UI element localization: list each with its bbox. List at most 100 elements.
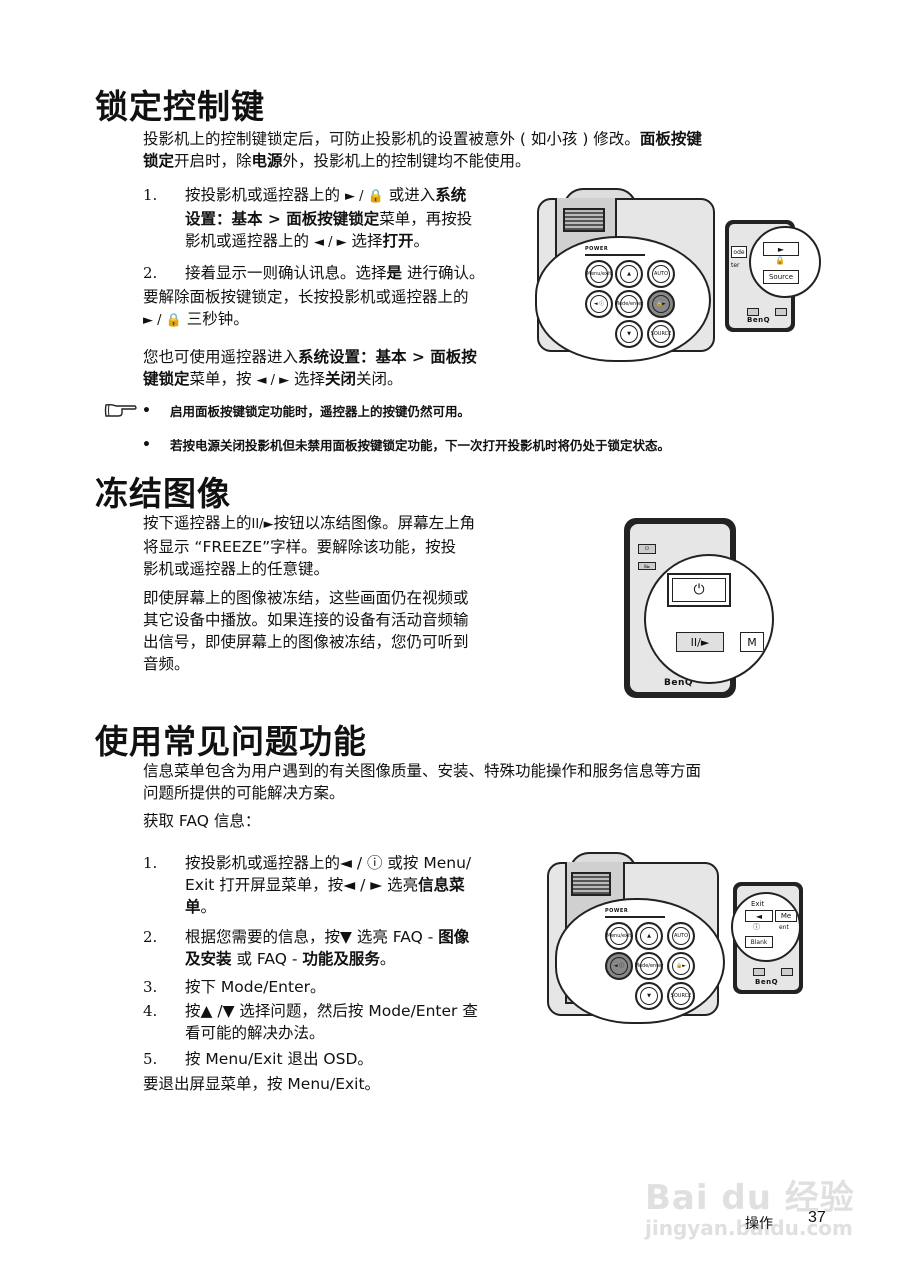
- step-text: 菜单，再按投: [379, 210, 473, 228]
- up-button-icon: ▲: [615, 260, 643, 288]
- play-lock-icon: ► / 🔒: [344, 189, 384, 204]
- btn-label: 🔒►: [655, 301, 667, 307]
- remote-menu-key: Me: [775, 910, 797, 922]
- freeze-text: 出信号，即使屏幕上的图像被冻结，您仍可听到: [143, 633, 469, 651]
- step-text: 。: [200, 898, 217, 916]
- btn-label: ▲: [647, 933, 651, 939]
- step-bold-features-service: 功能及服务: [302, 950, 380, 968]
- btn-label: SOURCE: [650, 331, 672, 337]
- remote-text: 您也可使用遥控器进入: [143, 348, 299, 366]
- page-number: 37: [808, 1209, 826, 1226]
- lock-intro-paragraph: 投影机上的控制键锁定后，可防止投影机的设置被意外 ( 如小孩 ) 修改。面板按键…: [143, 128, 808, 172]
- info-icon: ⓘ: [753, 923, 760, 931]
- freeze-text: 音频。: [143, 655, 190, 673]
- lock-intro-bold-power: 电源: [251, 152, 283, 170]
- freeze-text: 即使屏幕上的图像被冻结，这些画面仍在视频或: [143, 589, 469, 607]
- btn-label: Menu/exit: [586, 271, 612, 277]
- vent-grill: [571, 872, 611, 896]
- vent-grill: [563, 208, 605, 232]
- power-line: [585, 254, 645, 256]
- faq-step-3: 按下 Mode/Enter。: [185, 978, 326, 996]
- left-right-arrows-icon: ◄ / ►: [256, 373, 290, 388]
- power-label: POWER: [605, 908, 629, 914]
- btn-label: 🔒►: [675, 963, 687, 969]
- exit-label: Exit: [751, 900, 765, 908]
- lock-step-2-number: 2.: [143, 264, 158, 282]
- step-bold: 系统: [435, 186, 467, 204]
- remote-freeze-key-small: II/►: [638, 562, 656, 570]
- unlock-text: 要解除面板按键锁定，长按投影机或遥控器上的: [143, 288, 469, 306]
- btn-label: ▼: [647, 993, 651, 999]
- menu-key-partial: M: [740, 632, 764, 652]
- down-button-icon: ▼: [615, 320, 643, 348]
- freeze-text: 按钮以冻结图像。屏幕左上角: [273, 514, 476, 532]
- source-button-icon: SOURCE: [667, 982, 695, 1010]
- mode-enter-button-icon: Mode/enter: [615, 290, 643, 318]
- remote-text: 选择: [289, 370, 326, 388]
- section-title-faq: 使用常见问题功能: [95, 722, 367, 761]
- btn-label: ▼: [627, 331, 631, 337]
- step-bold-info-menu: 信息菜: [418, 876, 465, 894]
- step-text: 或 FAQ -: [231, 950, 303, 968]
- step-text: 根据您需要的信息，按▼ 选亮 FAQ -: [185, 928, 439, 946]
- freeze-text: 按下遥控器上的: [143, 514, 252, 532]
- remote-play-key-icon: ►: [763, 242, 799, 256]
- section-title-freeze: 冻结图像: [95, 474, 231, 513]
- menu-exit-button-icon: Menu/exit: [605, 922, 633, 950]
- btn-label: SOURCE: [670, 993, 692, 999]
- faq-intro-text: 信息菜单包含为用户遇到的有关图像质量、安装、特殊功能操作和服务信息等方面: [143, 762, 702, 780]
- benq-logo: BenQ: [755, 978, 779, 986]
- faq-step-4-number: 4.: [143, 1002, 158, 1020]
- source-button-icon: SOURCE: [647, 320, 675, 348]
- step-text: 按▲ /▼ 选择问题，然后按 Mode/Enter 查: [185, 1002, 478, 1020]
- benq-logo: BenQ: [664, 678, 694, 688]
- control-panel-zoom-bubble: POWER Menu/exit ▲ AUTO ◄ ⓘ Mode/enter 🔒►…: [535, 236, 711, 362]
- pause-play-icon: II/►: [251, 517, 274, 532]
- faq-step-1-number: 1.: [143, 854, 158, 872]
- step-text: 影机或遥控器上的: [185, 232, 314, 250]
- step-bold-image: 图像: [438, 928, 470, 946]
- faq-step-3-number: 3.: [143, 978, 158, 996]
- remote-small-key: [753, 968, 765, 976]
- btn-label: AUTO: [673, 933, 689, 939]
- remote-mode-key: ode: [731, 246, 747, 258]
- step-bold-on: 打开: [382, 232, 414, 250]
- step-bold-menu-path: 设置：基本 > 面板按键锁定: [185, 210, 380, 228]
- lock-intro-bold-lock: 锁定: [143, 152, 175, 170]
- faq-intro-paragraph: 信息菜单包含为用户遇到的有关图像质量、安装、特殊功能操作和服务信息等方面 问题所…: [143, 760, 813, 804]
- freeze-text: 将显示 “FREEZE”字样。要解除该功能，按投: [143, 538, 457, 556]
- auto-button-icon: AUTO: [667, 922, 695, 950]
- remote-bold-lock: 键锁定: [143, 370, 190, 388]
- remote-small-key: [747, 308, 759, 316]
- mode-enter-button-icon: Mode/enter: [635, 952, 663, 980]
- lock-illustration: POWER Menu/exit ▲ AUTO ◄ ⓘ Mode/enter 🔒►…: [535, 188, 821, 368]
- step-text: Exit 打开屏显菜单，按◄ / ► 选亮: [185, 876, 419, 894]
- enter-label: ent: [779, 924, 789, 931]
- step-bold-yes: 是: [386, 264, 403, 282]
- power-key-icon: ⏻: [672, 578, 726, 602]
- baidu-watermark-url: jingyan.baidu.com: [645, 1216, 853, 1240]
- left-info-button-icon: ◄ ⓘ: [605, 952, 633, 980]
- btn-label: ▲: [627, 271, 631, 277]
- section-title-lock-keys: 锁定控制键: [95, 87, 265, 126]
- remote-blank-key: Blank: [745, 936, 773, 948]
- lock-intro-text-3: 外，投影机上的控制键均不能使用。: [282, 152, 531, 170]
- note-bullet: •: [142, 437, 151, 453]
- lock-step-2: 接着显示一则确认讯息。选择是 进行确认。: [185, 262, 530, 284]
- step-bold-install: 及安装: [185, 950, 232, 968]
- lock-intro-text: 投影机上的控制键锁定后，可防止投影机的设置被意外 ( 如小孩 ) 修改。: [143, 130, 640, 148]
- menu-exit-button-icon: Menu/exit: [585, 260, 613, 288]
- left-button-icon: ◄ ⓘ: [585, 290, 613, 318]
- power-label: POWER: [585, 246, 609, 252]
- remote-power-key-small: ⏻: [638, 544, 656, 554]
- step-bold: 单: [185, 898, 201, 916]
- remote-text: 关闭。: [356, 370, 403, 388]
- step-text: 选择: [346, 232, 383, 250]
- control-panel-zoom-bubble: POWER Menu/exit ▲ AUTO ◄ ⓘ Mode/enter 🔒►…: [555, 898, 725, 1024]
- up-button-icon: ▲: [635, 922, 663, 950]
- btn-label: ◄ ⓘ: [613, 963, 625, 969]
- freeze-illustration: ⏻ II/► BenQ ⏻ II/► M: [622, 518, 774, 700]
- freeze-text: 其它设备中播放。如果连接的设备有活动音频输: [143, 611, 469, 629]
- remote-magnifier-circle: ⏻ II/► M: [644, 554, 774, 684]
- freeze-text: 影机或遥控器上的任意键。: [143, 560, 330, 578]
